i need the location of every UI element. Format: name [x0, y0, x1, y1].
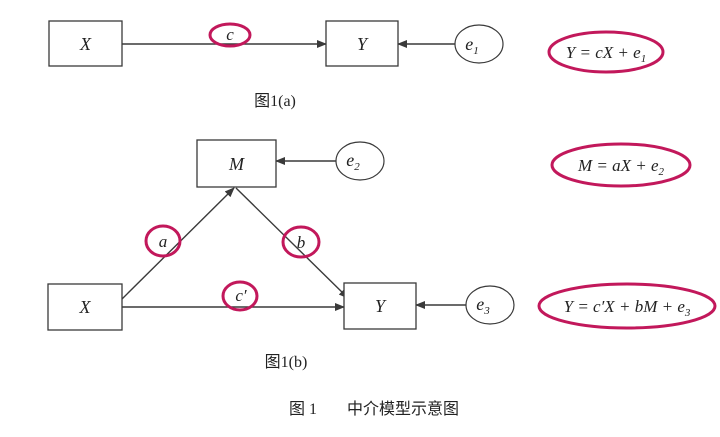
- path-label-c-prime: c′: [235, 286, 247, 305]
- highlight-b: [281, 225, 321, 259]
- diagram-b: M X Y e2 e3 a b c′ M = aX + e2 Y = c′X +…: [47, 139, 717, 371]
- node-y-b: [343, 282, 417, 330]
- equation-m: M = aX + e2: [577, 156, 665, 178]
- error-e1-label: e1: [465, 34, 479, 57]
- node-y-a: [325, 20, 399, 67]
- figure-title: 中介模型示意图: [347, 399, 459, 418]
- figure-caption: 图 1 中介模型示意图: [289, 399, 459, 418]
- highlight-a: [144, 224, 182, 258]
- node-y-a-label: Y: [357, 34, 369, 54]
- path-m-to-y: [235, 187, 349, 299]
- path-label-c: c: [226, 25, 234, 44]
- caption-b: 图1(b): [265, 354, 308, 371]
- error-e3: [465, 285, 515, 325]
- equation-a: Y = cX + e1: [566, 43, 646, 65]
- node-x-a: [48, 20, 123, 67]
- error-e2: [335, 141, 385, 181]
- node-m-label: M: [228, 154, 245, 174]
- caption-a: 图1(a): [254, 93, 296, 110]
- error-e2-label: e2: [346, 150, 360, 173]
- node-m: [196, 139, 277, 188]
- figure-number: 图 1: [289, 401, 317, 418]
- highlight-equation-m: [550, 142, 692, 188]
- node-x-b-label: X: [79, 297, 92, 317]
- equation-y: Y = c′X + bM + e3: [564, 297, 691, 319]
- path-x-to-m: [121, 187, 235, 300]
- error-e1: [454, 24, 504, 64]
- path-label-b: b: [297, 233, 306, 252]
- node-x-a-label: X: [79, 34, 92, 54]
- highlight-c: [208, 22, 252, 48]
- node-y-b-label: Y: [375, 296, 387, 316]
- highlight-c-prime: [221, 280, 259, 312]
- path-label-a: a: [159, 232, 168, 251]
- highlight-equation-y: [537, 282, 717, 330]
- diagram-a: X Y e1 c Y = cX + e1 图1(a): [48, 20, 665, 110]
- error-e3-label: e3: [476, 294, 490, 317]
- node-x-b: [47, 283, 123, 331]
- highlight-equation-a: [547, 30, 665, 74]
